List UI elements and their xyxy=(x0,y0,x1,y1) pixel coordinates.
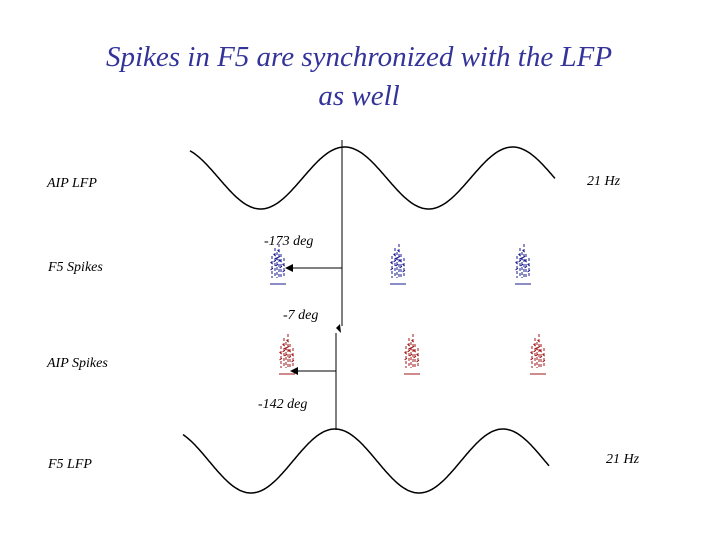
f5-spike-burst-3 xyxy=(515,244,531,285)
title-line-2: as well xyxy=(318,80,400,112)
aip-lfp-frequency: 21 Hz xyxy=(587,174,621,189)
f5-spike-phase-label: -173 deg xyxy=(264,234,314,249)
title-line-1: Spikes in F5 are synchronized with the L… xyxy=(105,41,613,73)
aip-spike-bursts xyxy=(279,334,546,375)
aip-lfp-label: AIP LFP xyxy=(47,176,97,191)
phase-marker xyxy=(336,324,341,333)
aip-spikes-label: AIP Spikes xyxy=(47,356,108,371)
f5-lfp-label: F5 LFP xyxy=(48,457,92,472)
f5-spike-burst-1 xyxy=(270,244,286,285)
aip-spike-phase-label: -142 deg xyxy=(258,397,308,412)
page-title: Spikes in F5 are synchronized with the L… xyxy=(0,38,718,116)
f5-spikes-label: F5 Spikes xyxy=(48,260,103,275)
f5-spike-burst-2 xyxy=(390,244,406,285)
aip-spike-burst-2 xyxy=(404,334,420,375)
f5-lfp-frequency: 21 Hz xyxy=(606,452,640,467)
aip-lfp-waveform xyxy=(189,146,556,210)
f5-spike-bursts xyxy=(270,244,531,285)
aip-spike-burst-1 xyxy=(279,334,295,375)
aip-spike-burst-3 xyxy=(530,334,546,375)
f5-lfp-waveform xyxy=(182,428,550,494)
between-phase-label: -7 deg xyxy=(283,308,319,323)
